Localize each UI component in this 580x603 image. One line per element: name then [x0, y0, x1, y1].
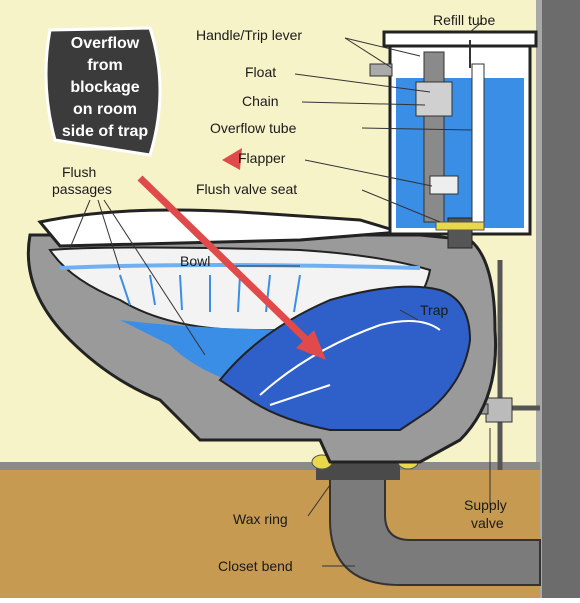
tank-lid	[382, 30, 538, 48]
lead-valve-seat	[361, 189, 441, 223]
wall-edge	[536, 0, 542, 598]
toilet-seat	[37, 208, 401, 248]
label-flush-valve-seat: Flush valve seat	[196, 181, 297, 197]
fill-valve-tower	[423, 51, 445, 223]
flange	[316, 462, 400, 480]
floor-line	[0, 462, 540, 470]
overflow-tube-shape	[471, 63, 485, 225]
lead-flush-3	[103, 199, 206, 356]
label-refill-tube: Refill tube	[433, 12, 495, 28]
label-trap: Trap	[420, 302, 448, 318]
lead-float	[294, 73, 431, 93]
trap-flow-line-2	[269, 384, 331, 406]
flush-streams	[119, 274, 301, 313]
spud-washer	[435, 221, 485, 231]
supply-valve-body	[485, 397, 513, 423]
red-overflow-arrow	[137, 148, 326, 360]
lead-flapper	[304, 159, 433, 187]
handle-shape	[369, 63, 393, 77]
lead-handle-1	[344, 37, 421, 57]
callout-line-2: from	[87, 57, 123, 74]
label-supply-valve-1: Supply	[464, 497, 507, 513]
lead-wax	[307, 484, 331, 517]
label-supply-valve-2: valve	[471, 515, 504, 531]
tank-water	[396, 78, 524, 228]
trap-channel	[218, 285, 472, 431]
callout-line-5: side of trap	[62, 123, 148, 140]
flapper-shape	[429, 175, 459, 195]
label-wax-ring: Wax ring	[233, 511, 288, 527]
label-flapper: Flapper	[238, 150, 286, 166]
rim-water	[59, 263, 421, 270]
callout-line-4: on room	[73, 101, 137, 118]
label-chain: Chain	[242, 93, 279, 109]
callout-bubble	[44, 26, 162, 157]
callout-line-3: blockage	[70, 79, 139, 96]
label-overflow-tube: Overflow tube	[210, 120, 297, 136]
lead-flush-2	[97, 199, 121, 271]
trap-flow-line	[259, 320, 441, 396]
lead-trap	[399, 309, 419, 321]
lead-overflow	[361, 127, 473, 131]
float-cup	[415, 81, 453, 117]
right-wall	[540, 0, 580, 598]
lead-flush-1	[69, 199, 91, 249]
lead-refill	[469, 21, 483, 33]
lead-chain	[301, 101, 426, 106]
lead-handle-2	[344, 37, 393, 69]
label-flush-passages-1: Flush	[62, 164, 96, 180]
label-bowl: Bowl	[180, 253, 210, 269]
label-flush-passages-2: passages	[52, 181, 112, 197]
callout-line-1: Overflow	[71, 35, 140, 52]
label-float: Float	[245, 64, 276, 80]
label-handle-trip-lever: Handle/Trip lever	[196, 27, 302, 43]
closet-bend-pipe	[329, 469, 541, 586]
label-closet-bend: Closet bend	[218, 558, 293, 574]
